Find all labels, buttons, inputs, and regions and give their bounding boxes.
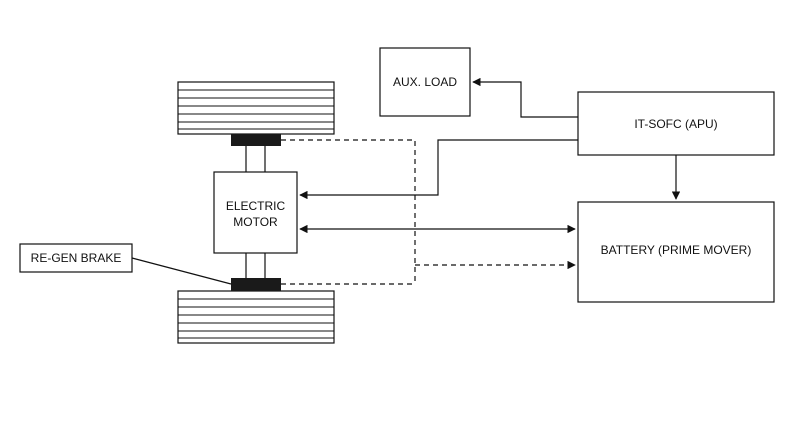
regen-brake-hub — [231, 278, 281, 291]
bottom-wheel — [177, 290, 335, 344]
it-sofc-label: IT-SOFC (APU) — [634, 117, 718, 131]
sofc-to-aux-load-arrow — [472, 77, 578, 118]
regen-brake-box — [19, 243, 133, 273]
dashed-top-hub-link — [281, 139, 416, 284]
axle-shafts — [245, 146, 266, 278]
battery-label: BATTERY (PRIME MOVER) — [600, 243, 752, 257]
electric-motor-label: ELECTRIC MOTOR — [225, 199, 286, 229]
regen-brake-pointer — [131, 257, 232, 285]
sofc-to-motor-arrow — [299, 139, 578, 200]
aux-load-label: AUX. LOAD — [392, 75, 458, 89]
it-sofc-box — [577, 91, 775, 156]
electric-motor-box — [213, 171, 298, 254]
battery-box — [577, 201, 775, 303]
top-wheel — [177, 81, 335, 135]
aux-load-box — [379, 47, 471, 117]
regen-brake-label: RE-GEN BRAKE — [30, 251, 122, 265]
top-hub — [231, 134, 281, 146]
